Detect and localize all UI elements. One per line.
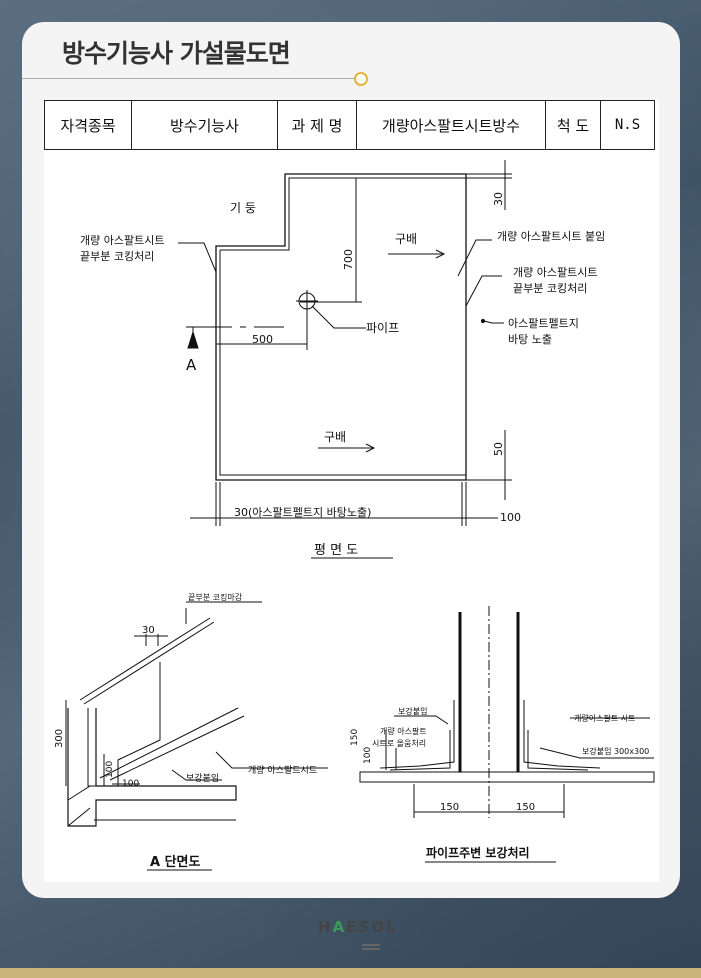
- sa-sheet-label: 개량 아스팔트시트: [248, 764, 317, 776]
- title-rule: [22, 78, 355, 79]
- pd-sheet-right-label: 개량아스팔트 시트: [574, 713, 635, 723]
- sa-reinforce-leader: [171, 769, 222, 781]
- plan-outline-inner: [220, 177, 466, 251]
- pd-reinforce-left: [389, 730, 451, 771]
- sa-dim-100: 100: [105, 761, 115, 778]
- leader-felt-dot: [480, 318, 486, 324]
- logo-part-a: A: [332, 918, 347, 936]
- section-a-view: [65, 601, 328, 871]
- plan-slope-bottom: 구배: [324, 430, 346, 444]
- leader-attach: [457, 239, 492, 277]
- plan-pipe-label: 파이프: [366, 321, 399, 335]
- plan-view: [178, 160, 512, 559]
- leader-edge-left: [178, 242, 217, 273]
- plan-edge-right-1: 개량 아스팔트시트: [513, 266, 597, 279]
- sa-dim-300: 300: [54, 729, 65, 748]
- pipe-leader: [311, 305, 366, 329]
- pd-caption: 파이프주변 보강처리: [426, 845, 530, 860]
- plan-slope-top: 구배: [395, 232, 417, 246]
- sa-sheet-leader: [215, 751, 328, 769]
- label-task: 과 제 명: [277, 100, 357, 150]
- logo-part-esol: ESOL: [346, 918, 398, 936]
- pd-reinforce-right: [527, 730, 589, 771]
- plan-caption: 평 면 도: [314, 543, 358, 558]
- title-dot-icon: [354, 72, 368, 86]
- pd-reinforce-right-label: 보강붙임 300x300: [582, 746, 649, 756]
- plan-dim-700: 700: [342, 249, 355, 270]
- plan-felt-1: 아스팔트펠트지: [508, 317, 579, 330]
- logo-underline-2: [362, 948, 380, 950]
- logo-part-h: H: [318, 918, 333, 936]
- pd-dim-150-r: 150: [516, 802, 535, 813]
- pd-dim-150-l: 150: [440, 802, 459, 813]
- leader-edge-right: [465, 275, 502, 307]
- section-top-edge-2: [83, 621, 215, 705]
- pd-sheet-label-1: 개량 아스팔트: [380, 726, 427, 736]
- plan-column-label: 기 둥: [230, 201, 256, 215]
- pd-slab: [359, 771, 655, 783]
- sa-dim-30: 30: [142, 625, 155, 636]
- plan-dim-100: 100: [500, 511, 521, 524]
- plan-dim-30-top: 30: [492, 192, 505, 206]
- page-title: 방수기능사 가설물도면: [62, 39, 291, 68]
- section-sheet-diag-2: [109, 715, 245, 781]
- sa-dim-100b: 100: [122, 779, 139, 789]
- label-scale: 척 도: [545, 100, 601, 150]
- section-sheet-v: [87, 708, 100, 787]
- plan-felt-2: 바탕 노출: [508, 333, 552, 346]
- section-arrow-head: [187, 330, 199, 349]
- pd-leader-reinforce: [394, 715, 449, 725]
- scale-value: N.S: [600, 100, 655, 150]
- label-category: 자격종목: [44, 100, 132, 150]
- plan-edge-left-1: 개량 아스팔트시트: [80, 234, 164, 247]
- plan-dim-500: 500: [252, 333, 273, 346]
- haesol-logo: HAESOL: [318, 918, 398, 936]
- task-value: 개량아스팔트시트방수: [356, 100, 546, 150]
- pd-dim-150-v: 150: [350, 729, 360, 746]
- section-top-edge: [79, 617, 211, 701]
- sa-caption: A 단면도: [150, 854, 201, 870]
- plan-edge-left-2: 끝부분 코킹처리: [80, 250, 154, 263]
- category-value: 방수기능사: [131, 100, 278, 150]
- plan-dim-50: 50: [492, 442, 505, 456]
- section-reinforce: [117, 662, 161, 786]
- pd-sheet-left: [379, 700, 455, 769]
- plan-attach: 개량 아스팔트시트 붙임: [497, 230, 605, 243]
- pd-leader-reinforce-right: [539, 747, 654, 759]
- pd-sheet-right: [523, 700, 601, 769]
- logo-underline-1: [362, 944, 380, 946]
- plan-section-mark: A: [186, 356, 197, 374]
- leader-felt: [483, 320, 504, 324]
- info-table: 자격종목 방수기능사 과 제 명 개량아스팔트시트방수 척 도 N.S: [44, 100, 655, 150]
- slope-arrow-top-head: [435, 249, 446, 259]
- sa-reinforce-label: 보강붙임: [186, 772, 219, 784]
- slope-arrow-bottom-head: [365, 443, 376, 453]
- plan-outline-inner-2: [219, 250, 466, 476]
- footer-bar: [0, 968, 701, 978]
- pd-reinforce-label: 보강붙임: [398, 706, 427, 716]
- pd-dim-100-v: 100: [363, 747, 373, 764]
- section-wall: [67, 708, 237, 827]
- pd-sheet-label-2: 시트로 올움처리: [372, 739, 426, 748]
- section-sheet-diag: [99, 707, 239, 779]
- sa-edge-label: 끝부분 코킹마감: [188, 592, 243, 602]
- plan-edge-right-2: 끝부분 코킹처리: [513, 282, 587, 295]
- plan-dim-bottom: 30(아스팔트펠트지 바탕노출): [234, 506, 371, 519]
- pipe-detail-view: [359, 606, 655, 863]
- section-wall-edge: [67, 785, 91, 827]
